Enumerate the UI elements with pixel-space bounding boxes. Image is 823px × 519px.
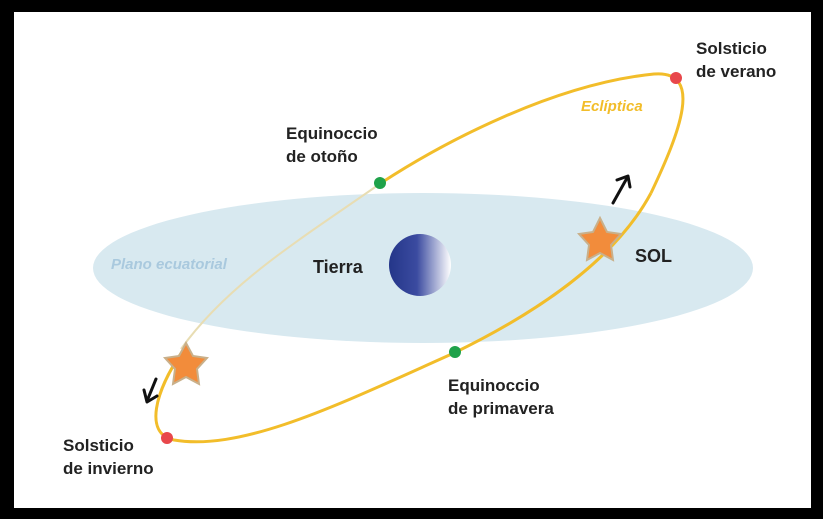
label-ecliptic: Eclíptica (581, 98, 643, 115)
label-autumn-equinox: Equinoccio de otoño (286, 124, 378, 166)
sun-star-icon-winter (162, 340, 210, 386)
label-spring-equinox: Equinoccio de primavera (448, 376, 554, 418)
label-sun: SOL (635, 246, 673, 266)
ecliptic-hidden-arc (180, 182, 382, 350)
label-winter-solstice: Solsticio de invierno (63, 436, 154, 478)
ecliptic-orbit-back (380, 72, 685, 194)
sun-star-icon (576, 215, 624, 262)
arrow-icon-lower (142, 377, 159, 404)
equinox-spring-point (449, 346, 461, 358)
label-earth: Tierra (313, 257, 363, 277)
earth-sphere-icon (389, 234, 451, 296)
equinox-autumn-point (374, 177, 386, 189)
ecliptic-diagram (93, 72, 753, 444)
solstice-summer-point (670, 72, 682, 84)
solstice-winter-point (161, 432, 173, 444)
diagram-frame: Solsticio de verano Eclíptica Equinoccio… (14, 12, 811, 508)
label-summer-solstice: Solsticio de verano (696, 39, 777, 81)
label-equatorial-plane: Plano ecuatorial (111, 256, 227, 273)
arrow-icon-upper (611, 174, 632, 205)
ecliptic-orbit-front (154, 192, 653, 444)
